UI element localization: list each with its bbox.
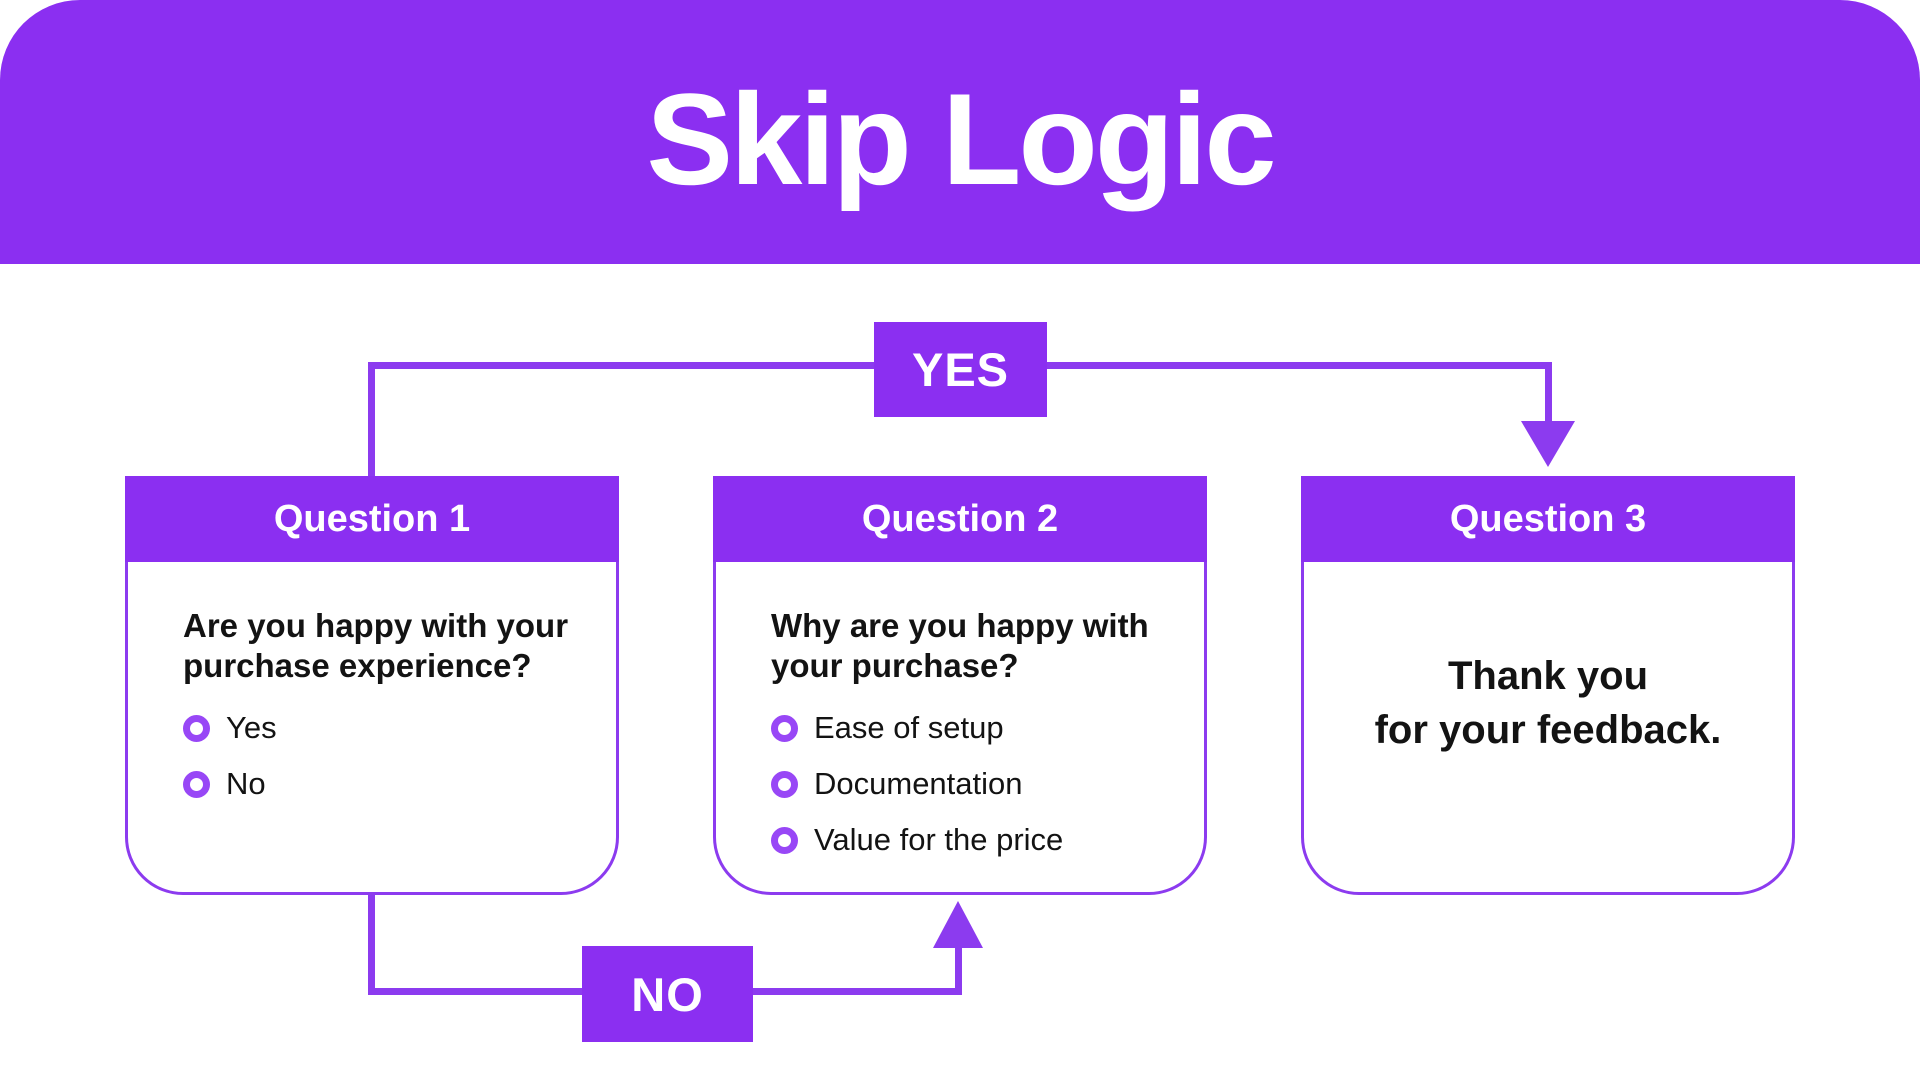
- no-connector-vertical-to-q2: [955, 946, 962, 995]
- card-body: Thank you for your feedback.: [1304, 562, 1792, 892]
- yes-badge-label: YES: [911, 343, 1010, 396]
- thank-you-message-line-1: Thank you: [1447, 654, 1649, 698]
- radio-icon[interactable]: [183, 770, 210, 798]
- question-card-1: Question 1 Are you happy with your purch…: [125, 476, 619, 895]
- radio-option-ease-of-setup[interactable]: Ease of setup: [771, 708, 1164, 748]
- radio-option-no[interactable]: No: [183, 764, 576, 804]
- no-connector-vertical-from-q1: [368, 895, 375, 995]
- radio-icon[interactable]: [771, 826, 798, 854]
- radio-icon[interactable]: [771, 770, 798, 798]
- card-title: Question 2: [861, 497, 1059, 540]
- card-header: Question 2: [713, 476, 1207, 562]
- question-text: Why are you happy with your purchase?: [771, 607, 1149, 684]
- card-body: Why are you happy with your purchase? Ea…: [716, 562, 1204, 892]
- option-label: Ease of setup: [814, 710, 1004, 745]
- option-label: Yes: [226, 710, 277, 745]
- thank-you-message-line-2: for your feedback.: [1374, 708, 1722, 752]
- arrow-up-icon: [933, 901, 983, 948]
- page-title: Skip Logic: [646, 66, 1276, 212]
- option-label: No: [226, 766, 266, 801]
- radio-option-documentation[interactable]: Documentation: [771, 764, 1164, 804]
- radio-option-yes[interactable]: Yes: [183, 708, 576, 748]
- radio-icon[interactable]: [771, 714, 798, 742]
- radio-option-value-for-the-price[interactable]: Value for the price: [771, 820, 1164, 860]
- card-title: Question 1: [273, 497, 471, 540]
- option-label: Value for the price: [814, 822, 1064, 857]
- option-label: Documentation: [814, 766, 1023, 801]
- yes-badge: YES: [874, 322, 1047, 417]
- card-title: Question 3: [1449, 497, 1647, 540]
- radio-icon[interactable]: [183, 714, 210, 742]
- card-header: Question 1: [125, 476, 619, 562]
- question-text: Are you happy with your purchase experie…: [183, 607, 569, 684]
- question-card-3: Question 3 Thank you for your feedback.: [1301, 476, 1795, 895]
- question-card-2: Question 2 Why are you happy with your p…: [713, 476, 1207, 895]
- card-body: Are you happy with your purchase experie…: [128, 562, 616, 892]
- no-badge: NO: [582, 946, 753, 1042]
- no-badge-label: NO: [631, 967, 704, 1021]
- yes-connector-vertical-to-q3: [1545, 362, 1552, 423]
- yes-connector-vertical-from-q1: [368, 362, 375, 476]
- arrow-down-icon: [1521, 421, 1575, 467]
- header-banner: Skip Logic: [0, 0, 1920, 264]
- card-header: Question 3: [1301, 476, 1795, 562]
